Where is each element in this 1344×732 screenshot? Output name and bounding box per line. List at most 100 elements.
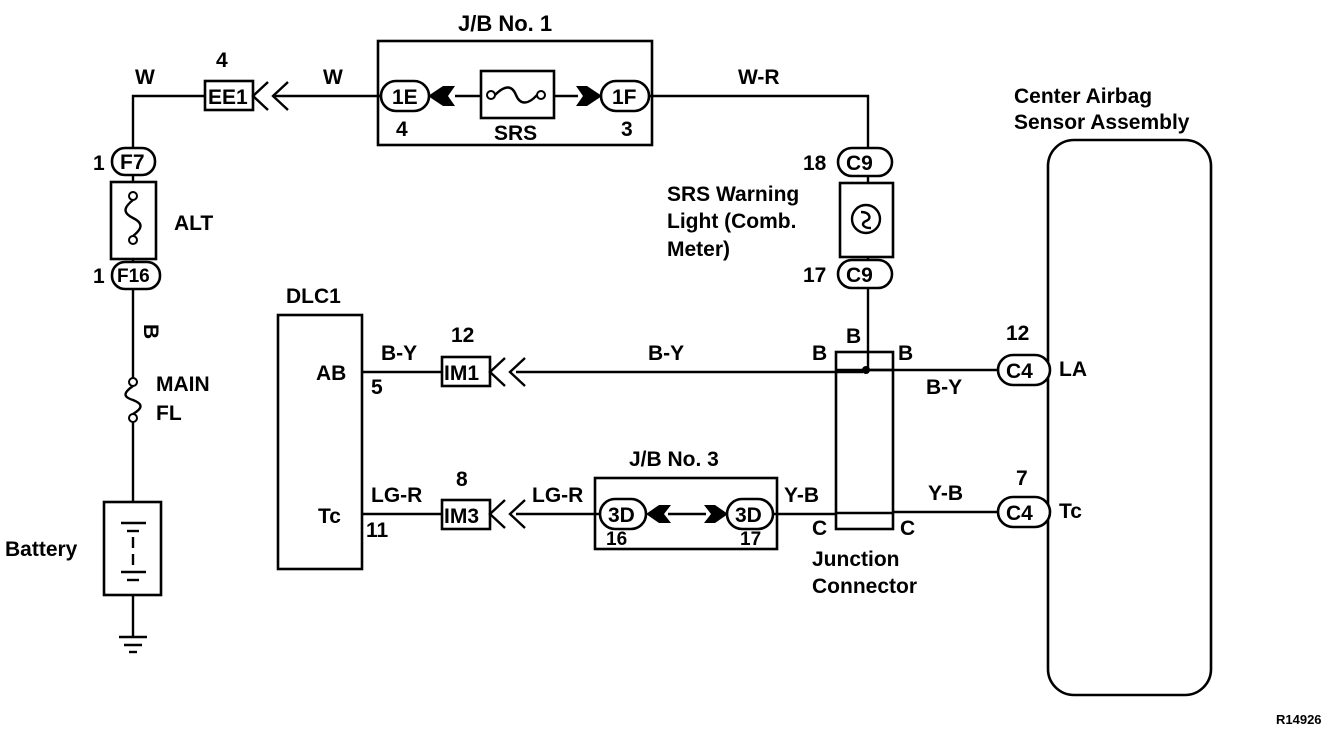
alt-fuse-label: ALT — [174, 212, 213, 235]
main-fl-terminal-top — [128, 377, 138, 387]
pin-f16: 1 — [93, 265, 105, 288]
battery-group: Battery — [5, 500, 163, 654]
wire-w-left-label: W — [135, 66, 155, 89]
connector-im1-group: 12 IM1 B-Y — [440, 324, 684, 388]
airbag-tc-label: Tc — [1059, 500, 1082, 523]
jc-c-right: C — [900, 517, 915, 540]
jb1-label: J/B No. 1 — [458, 11, 552, 36]
pin-dlc-tc: 11 — [366, 519, 389, 542]
connector-im3-label: IM3 — [444, 505, 479, 528]
pin-c9-top: 18 — [803, 152, 827, 175]
connector-1f — [599, 79, 651, 113]
pin-c9-bot: 17 — [803, 264, 826, 287]
jb3-right-arrow — [704, 505, 728, 523]
dlc1-tc-label: Tc — [318, 505, 341, 528]
main-fl-element — [124, 385, 142, 416]
connector-3d-right-label: 3D — [735, 504, 762, 527]
wire-by-dlc-label: B-Y — [381, 342, 417, 365]
warning-light-label-1: SRS Warning — [667, 183, 799, 206]
connector-c9-top-label: C9 — [846, 152, 873, 175]
srs-fuse-element — [494, 86, 538, 104]
connector-im1-label: IM1 — [444, 362, 479, 385]
pin-c4-top: 12 — [1006, 322, 1029, 345]
alt-fuse-terminal-bot — [128, 235, 138, 245]
im1-arrow-2 — [508, 357, 526, 387]
warning-light-label-3: Meter) — [667, 238, 730, 261]
jc-b-top: B — [846, 325, 861, 348]
connector-c9-top — [836, 146, 894, 178]
wire-w-left — [131, 94, 205, 148]
pin-jb3-left: 16 — [606, 529, 627, 550]
alt-fuse-box — [109, 180, 158, 261]
wire-lgr-dlc-label: LG-R — [371, 484, 422, 507]
jc-label-1: Junction — [812, 548, 900, 571]
warning-light-filament — [860, 210, 872, 230]
im1-arrow-1 — [488, 357, 506, 387]
reference-code: R14926 — [1276, 712, 1322, 727]
junction-connector-box — [834, 350, 895, 531]
jb1-outline — [376, 39, 654, 147]
wire-w-r — [650, 94, 870, 148]
warning-light-box — [838, 181, 895, 259]
jc-label-2: Connector — [812, 575, 917, 598]
alt-fuse-group: 1 F7 ALT 1 F16 B — [93, 146, 213, 339]
jb3-left-arrow — [646, 505, 671, 523]
jb1-1f-arrow — [576, 86, 602, 106]
pin-im3: 8 — [456, 468, 468, 491]
connector-f16-label: F16 — [117, 266, 150, 287]
pin-1e: 4 — [396, 118, 408, 141]
connector-c4-bot — [996, 495, 1052, 529]
srs-fuse-terminal-right — [536, 90, 546, 100]
srs-fuse-box — [479, 69, 556, 120]
connector-c4-top — [996, 353, 1052, 387]
wire-b-label: B — [139, 324, 162, 339]
srs-warning-light-group: 18 C9 SRS Warning Light (Comb. Meter) 17… — [667, 66, 895, 290]
im3-arrow-2 — [508, 499, 526, 529]
dlc1-box — [276, 313, 364, 571]
airbag-label-2: Sensor Assembly — [1014, 111, 1190, 134]
connector-3d-left-label: 3D — [608, 504, 635, 527]
connector-1e-label: 1E — [392, 86, 418, 109]
jc-c-left: C — [812, 517, 827, 540]
wires — [131, 94, 1002, 637]
wire-yb-left-label: Y-B — [784, 484, 819, 507]
junction-block-3: J/B No. 3 3D 3D 16 17 Y-B — [593, 448, 819, 551]
wire-lgr-mid-label: LG-R — [532, 484, 583, 507]
jc-b-right: B — [898, 342, 913, 365]
srs-fuse-label: SRS — [494, 122, 537, 145]
warning-light-label-2: Light (Comb. — [667, 210, 796, 233]
main-fl-label-2: FL — [156, 402, 182, 425]
srs-fuse-terminal-left — [486, 90, 496, 100]
wire-w-ee1-label: W — [323, 66, 343, 89]
pin-ee1: 4 — [216, 49, 228, 72]
im3-arrow-1 — [488, 499, 506, 529]
warning-light-bulb — [850, 203, 882, 235]
connector-c4-top-label: C4 — [1006, 360, 1033, 383]
wire-w-r-label: W-R — [738, 66, 780, 89]
connector-f7 — [110, 146, 157, 177]
alt-fuse-element — [124, 199, 142, 237]
airbag-sensor-box — [1046, 138, 1213, 697]
pin-c4-bot: 7 — [1016, 467, 1028, 490]
junction-block-1: J/B No. 1 SRS 1E 1F 4 3 — [376, 11, 654, 147]
airbag-la-label: LA — [1059, 358, 1087, 381]
connector-ee1-group: 4 EE1 W W — [135, 49, 381, 112]
jc-b-left: B — [812, 342, 827, 365]
wire-by-mid-label: B-Y — [648, 342, 684, 365]
dlc1-group: DLC1 AB Tc 5 11 B-Y LG-R — [276, 285, 422, 571]
pin-jb3-right: 17 — [740, 529, 761, 550]
connector-3d-left — [598, 497, 648, 531]
main-fl-group: MAIN FL — [124, 373, 210, 425]
junction-connector-group: B B B C C Junction Connector B-Y Y-B — [812, 325, 963, 598]
jb1-1e-arrow — [428, 86, 455, 106]
connector-c9-bot — [836, 258, 894, 290]
center-airbag-sensor-group: Center Airbag Sensor Assembly 12 C4 LA 7… — [996, 85, 1213, 697]
ee1-arrow-1 — [251, 81, 269, 111]
pin-f7: 1 — [93, 152, 105, 175]
main-fl-label-1: MAIN — [156, 373, 210, 396]
alt-fuse-terminal-top — [128, 191, 138, 201]
connector-c9-bot-label: C9 — [846, 264, 873, 287]
connector-1f-label: 1F — [612, 86, 637, 109]
connector-im3-group: 8 IM3 LG-R — [440, 468, 583, 531]
